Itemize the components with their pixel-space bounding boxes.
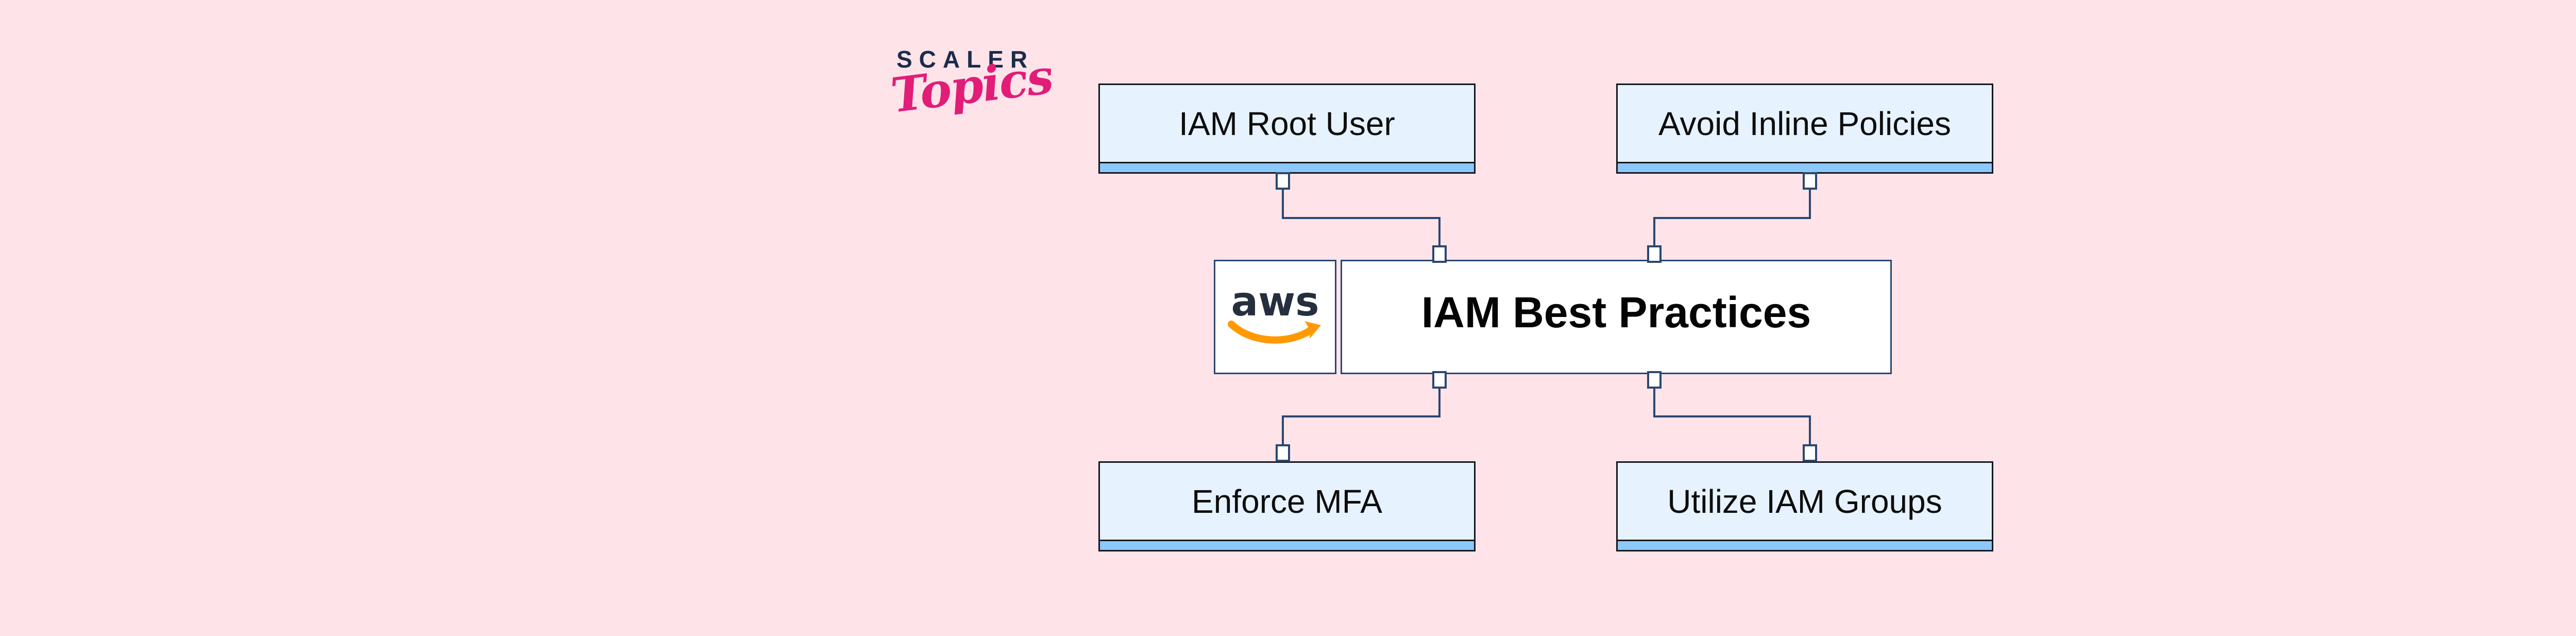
node-strip [1100,540,1474,550]
node-strip [1100,162,1474,172]
node-label: Enforce MFA [1192,482,1382,520]
node-iam-root-user: IAM Root User [1098,83,1476,174]
center-box-iam-best-practices: IAM Best Practices [1341,260,1892,374]
node-label: Avoid Inline Policies [1658,105,1952,142]
connector-top-left [1282,181,1440,254]
connector-stub [1432,371,1447,389]
scaler-brand-text: SCALER [896,46,1035,73]
aws-logo-box: aws [1214,260,1336,374]
connector-top-right [1653,181,1811,254]
connector-stub [1647,371,1662,389]
node-utilize-iam-groups: Utilize IAM Groups [1616,461,1993,551]
connector-bottom-right [1653,380,1811,454]
connector-stub [1803,444,1817,462]
center-title: IAM Best Practices [1421,288,1811,337]
node-label: Utilize IAM Groups [1667,482,1942,520]
connector-stub [1276,444,1290,462]
scaler-topics-logo: SCALER Topics [888,46,1055,161]
node-label: IAM Root User [1179,105,1395,142]
connector-stub [1803,172,1817,190]
aws-logo-text: aws [1231,278,1319,325]
connector-stub [1276,172,1290,190]
node-enforce-mfa: Enforce MFA [1098,461,1476,551]
node-avoid-inline-policies: Avoid Inline Policies [1616,83,1993,174]
node-strip [1618,162,1992,172]
aws-smile-icon [1228,321,1321,344]
node-strip [1618,540,1992,550]
connector-bottom-left [1282,380,1440,454]
